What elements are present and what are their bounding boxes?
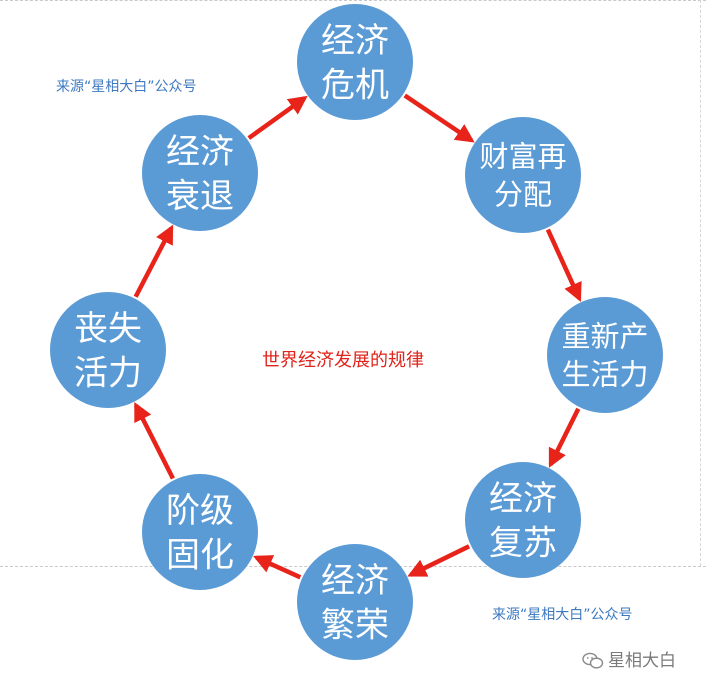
node-circle [465,117,581,233]
node-label-line: 财富再 [479,139,566,173]
node-label-line: 活力 [74,354,142,394]
arrow-revival-to-recovery [548,407,581,468]
node-circle [297,544,413,660]
arrow-lose-vitality-to-recession [133,224,174,298]
node-label-line: 衰退 [166,177,234,217]
node-circle [142,115,258,231]
guide-line-top [0,0,706,1]
node-label-line: 分配 [494,178,552,212]
diagram-title: 世界经济发展的规律 [262,350,424,371]
source-label-top: 来源“星相大白”公众号 [56,79,197,95]
node-label-line: 重新产 [561,319,648,353]
node-label-line: 危机 [321,66,389,106]
guide-line-right [700,0,701,566]
node-label-line: 丧失 [74,309,142,349]
node-label-line: 生活力 [561,358,648,392]
watermark: 星相大白 [582,646,676,671]
node-circle [465,462,581,578]
edges-layer [133,93,582,580]
arrow-recession-to-crisis [247,95,308,140]
node-label-line: 经济 [321,561,389,601]
node-label-line: 繁荣 [321,606,389,646]
arrow-prosperity-to-solidify [253,555,302,580]
arrow-redistribution-to-revival [545,228,582,303]
wechat-icon [582,652,604,669]
node-circle [297,4,413,120]
node-label-line: 经济 [489,479,557,519]
watermark-text: 星相大白 [608,651,676,671]
node-label-line: 复苏 [489,524,557,564]
arrow-recovery-to-prosperity [407,544,471,577]
node-label-line: 阶级 [166,491,234,531]
arrow-crisis-to-redistribution [403,93,475,143]
node-label-line: 经济 [321,21,389,61]
node-label-line: 固化 [166,536,234,576]
node-circle [547,297,663,413]
node-circle [142,474,258,590]
node-label-line: 经济 [166,132,234,172]
node-circle [50,292,166,408]
source-label-bottom: 来源“星相大白”公众号 [492,607,633,623]
arrow-solidify-to-lose-vitality [133,401,175,480]
